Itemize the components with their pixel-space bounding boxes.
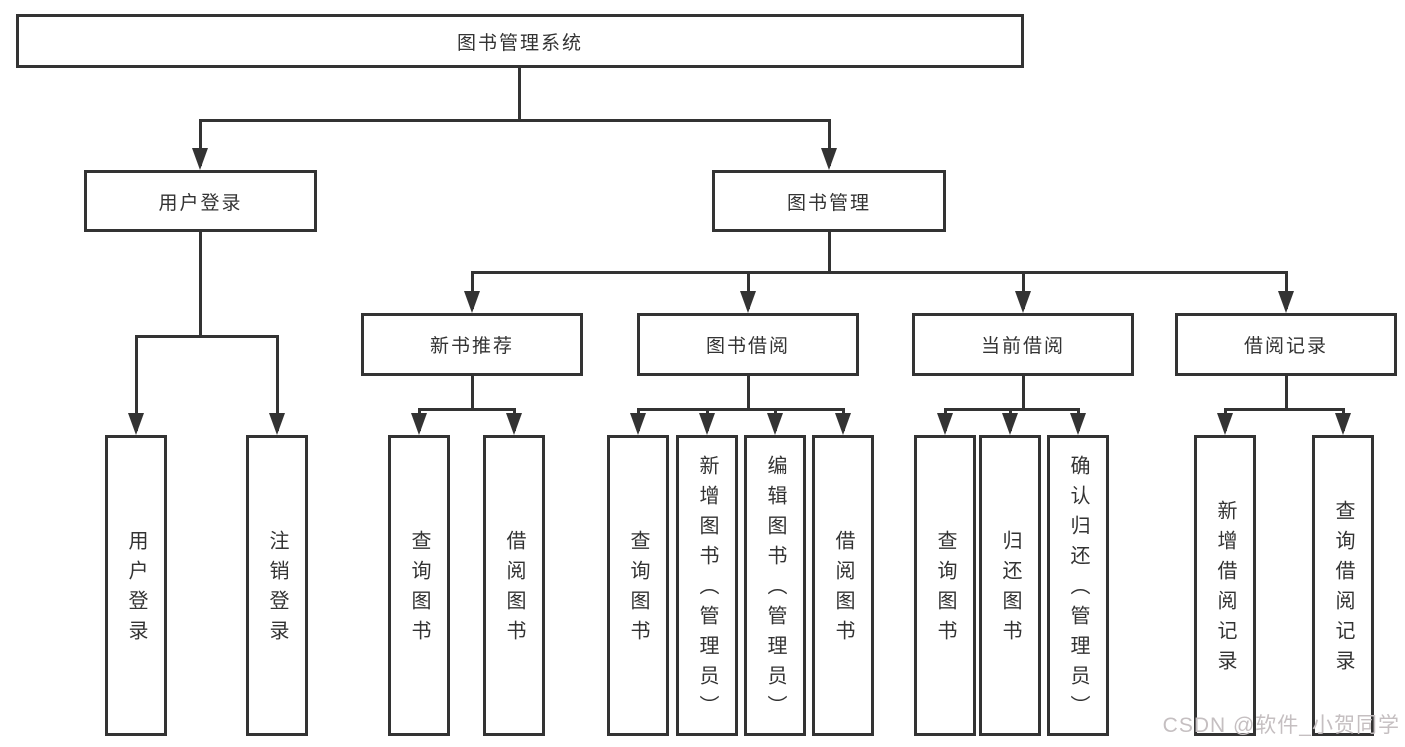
connector-line [827,119,831,166]
connector-line [1021,271,1025,309]
connector-line [134,335,138,431]
connector-line [827,232,831,274]
connector-line [637,408,844,411]
node-query-books-current: 查询图书 [914,435,976,736]
node-add-books-admin: 新增图书（管理员） [676,435,738,736]
connector-line [198,119,202,166]
node-return-books: 归还图书 [979,435,1041,736]
connector-line [1284,271,1288,309]
arrow-down-icon [1070,413,1086,435]
arrow-down-icon [411,413,427,435]
node-confirm-return-admin: 确认归还（管理员） [1047,435,1109,736]
arrow-down-icon [767,413,783,435]
node-book-borrowing: 图书借阅 [637,313,859,376]
arrow-down-icon [1015,291,1031,313]
connector-line [135,335,278,338]
node-current-borrowing: 当前借阅 [912,313,1134,376]
node-query-books-recommend: 查询图书 [388,435,450,736]
node-book-management: 图书管理 [712,170,946,232]
connector-line [199,119,831,122]
arrow-down-icon [699,413,715,435]
connector-line [470,375,474,411]
connector-line [1021,375,1025,411]
arrow-down-icon [192,148,208,170]
node-logout: 注销登录 [246,435,308,736]
connector-line [944,408,1079,411]
node-library-management-system: 图书管理系统 [16,14,1024,68]
node-new-book-recommendation: 新书推荐 [361,313,583,376]
arrow-down-icon [630,413,646,435]
connector-line [1284,375,1288,411]
connector-line [198,232,202,338]
connector-line [517,68,521,122]
node-borrowing-records: 借阅记录 [1175,313,1397,376]
connector-line [1224,408,1344,411]
arrow-down-icon [128,413,144,435]
node-query-borrow-record: 查询借阅记录 [1312,435,1374,736]
connector-line [746,271,750,309]
arrow-down-icon [269,413,285,435]
node-add-borrow-record: 新增借阅记录 [1194,435,1256,736]
arrow-down-icon [1217,413,1233,435]
connector-line [418,408,516,411]
node-query-books-borrow: 查询图书 [607,435,669,736]
arrow-down-icon [835,413,851,435]
node-user-login-leaf: 用户登录 [105,435,167,736]
node-edit-books-admin: 编辑图书（管理员） [744,435,806,736]
node-borrow-books-leaf: 借阅图书 [812,435,874,736]
connector-line [275,335,279,431]
arrow-down-icon [1278,291,1294,313]
node-user-login: 用户登录 [84,170,317,232]
connector-line [471,271,1287,274]
watermark: CSDN @软件_小贺同学 [1162,714,1400,737]
arrow-down-icon [821,148,837,170]
connector-line [470,271,474,309]
node-borrow-books-recommend: 借阅图书 [483,435,545,736]
arrow-down-icon [937,413,953,435]
arrow-down-icon [506,413,522,435]
arrow-down-icon [464,291,480,313]
connector-line [746,375,750,411]
arrow-down-icon [740,291,756,313]
arrow-down-icon [1002,413,1018,435]
arrow-down-icon [1335,413,1351,435]
